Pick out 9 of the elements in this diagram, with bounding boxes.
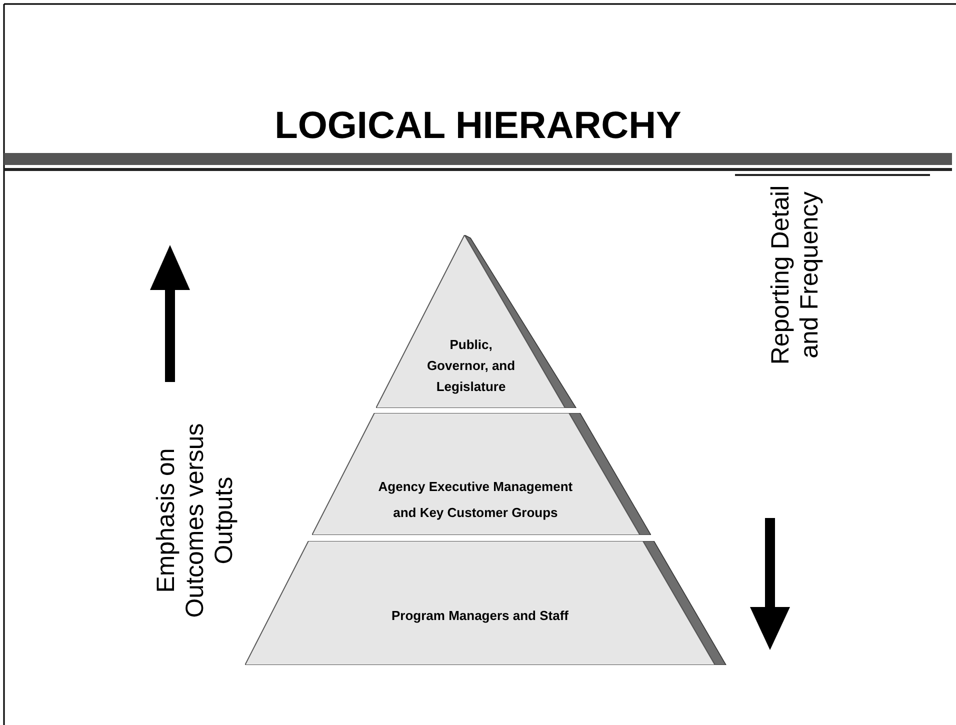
pyramid-tier: [245, 541, 727, 665]
pyramid-tier: [376, 235, 578, 408]
tier-label: Program Managers and Staff: [390, 607, 570, 625]
axis-caption: Emphasis on Outcomes versus Outputs: [152, 422, 238, 620]
axis-caption: Reporting Detail and Frequency: [766, 184, 824, 367]
tier-label: Public, Governor, and Legislature: [426, 336, 516, 396]
title: LOGICAL HIERARCHY: [274, 105, 682, 148]
pyramid-tier: [312, 413, 652, 535]
tier-label: Agency Executive Management and Key Customer Groups: [377, 478, 574, 522]
